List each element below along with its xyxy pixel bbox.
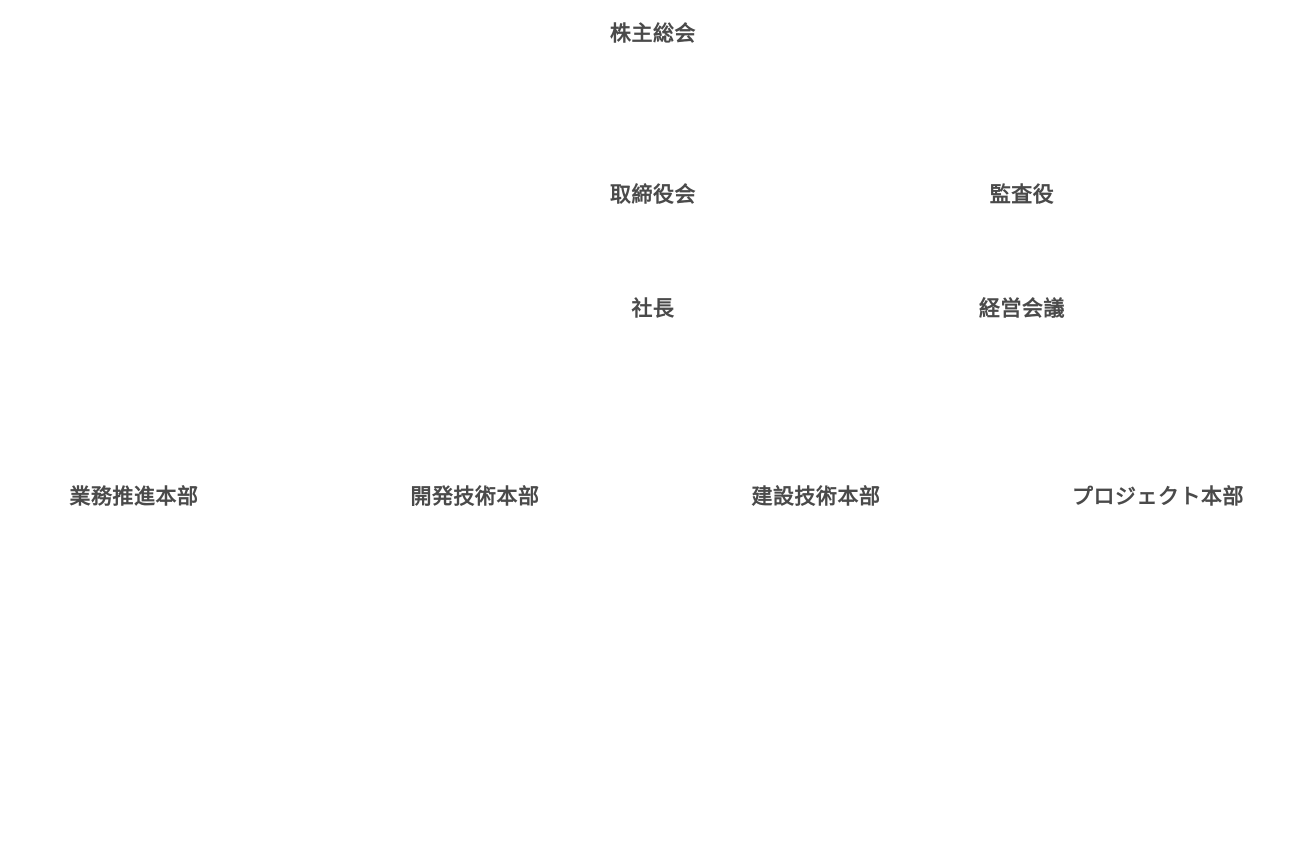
auditor-node: 監査役 xyxy=(989,182,1055,207)
division-node-construction-technology: 建設技術本部 xyxy=(751,484,881,509)
shareholders-meeting-node: 株主総会 xyxy=(610,21,696,46)
division-node-project: プロジェクト本部 xyxy=(1072,484,1244,509)
management-meeting-node: 経営会議 xyxy=(979,296,1065,321)
division-node-business-promotion: 業務推進本部 xyxy=(69,484,199,509)
board-of-directors-node: 取締役会 xyxy=(610,182,696,207)
president-node: 社長 xyxy=(631,296,675,321)
division-node-development-technology: 開発技術本部 xyxy=(410,484,540,509)
